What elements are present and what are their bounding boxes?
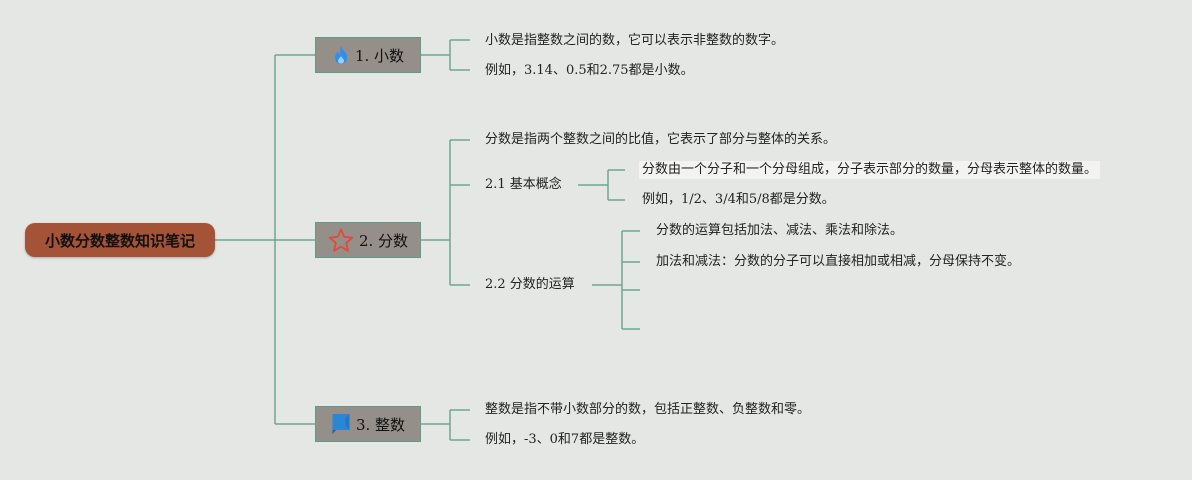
- branch-label: 3. 整数: [355, 415, 406, 434]
- leaf-addition-subtraction[interactable]: 加法和减法：分数的分子可以直接相加或相减，分母保持不变。: [656, 254, 1021, 269]
- flame-icon: [334, 46, 347, 64]
- root-node[interactable]: 小数分数整数知识笔记: [25, 223, 215, 257]
- branch-node-decimals[interactable]: 1. 小数: [315, 37, 421, 73]
- star-icon: [328, 228, 354, 252]
- subtopic-basic-concepts[interactable]: 2.1 基本概念: [485, 177, 562, 192]
- flag-icon: [332, 414, 350, 434]
- root-label: 小数分数整数知识笔记: [44, 231, 195, 250]
- leaf-fraction-example[interactable]: 例如，1/2、3/4和5/8都是分数。: [642, 192, 835, 207]
- leaf-fractions-definition[interactable]: 分数是指两个整数之间的比值，它表示了部分与整体的关系。: [485, 132, 837, 147]
- subtopic-fraction-operations[interactable]: 2.2 分数的运算: [485, 277, 575, 292]
- leaf-operations-list[interactable]: 分数的运算包括加法、减法、乘法和除法。: [656, 223, 904, 238]
- leaf-decimals-example[interactable]: 例如，3.14、0.5和2.75都是小数。: [485, 63, 694, 78]
- branch-node-integers[interactable]: 3. 整数: [315, 406, 421, 442]
- leaf-integers-definition[interactable]: 整数是指不带小数部分的数，包括正整数、负整数和零。: [485, 402, 811, 417]
- leaf-integers-example[interactable]: 例如，-3、0和7都是整数。: [485, 432, 645, 447]
- branch-label: 2. 分数: [358, 231, 409, 250]
- leaf-fraction-composition[interactable]: 分数由一个分子和一个分母组成，分子表示部分的数量，分母表示整体的数量。: [639, 161, 1101, 179]
- branch-node-fractions[interactable]: 2. 分数: [315, 222, 421, 258]
- leaf-decimals-definition[interactable]: 小数是指整数之间的数，它可以表示非整数的数字。: [485, 33, 785, 48]
- branch-label: 1. 小数: [354, 46, 405, 65]
